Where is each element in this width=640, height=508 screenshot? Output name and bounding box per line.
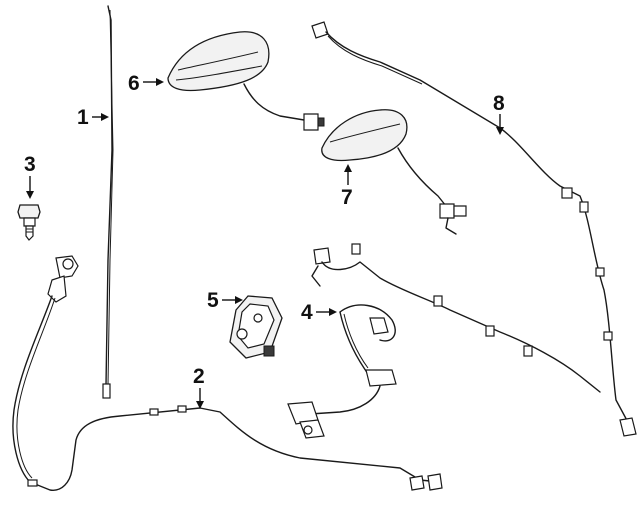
svg-text:8: 8 xyxy=(493,92,505,115)
svg-text:3: 3 xyxy=(24,153,36,176)
part-7-roof-antenna[interactable] xyxy=(321,109,467,235)
callout-1: 1 xyxy=(77,106,109,129)
part-6-roof-antenna[interactable] xyxy=(167,31,325,131)
svg-text:4: 4 xyxy=(301,301,313,324)
svg-text:1: 1 xyxy=(77,106,89,129)
part-2-antenna-cable[interactable] xyxy=(12,255,443,491)
callout-3: 3 xyxy=(24,153,36,199)
part-1-antenna-mast[interactable] xyxy=(102,5,114,399)
svg-text:7: 7 xyxy=(341,186,353,209)
svg-text:2: 2 xyxy=(193,365,205,388)
part-3-bolt[interactable] xyxy=(17,204,41,241)
callout-7: 7 xyxy=(341,164,353,209)
middle-harness[interactable] xyxy=(311,243,601,393)
part-8-harness[interactable] xyxy=(311,21,637,437)
callout-5: 5 xyxy=(207,289,243,312)
callout-2: 2 xyxy=(193,365,205,409)
svg-text:6: 6 xyxy=(128,72,140,95)
svg-text:5: 5 xyxy=(207,289,219,312)
part-4-cable[interactable] xyxy=(287,304,397,439)
callout-8: 8 xyxy=(493,92,505,135)
callout-6: 6 xyxy=(128,72,164,95)
part-5-module[interactable] xyxy=(229,295,283,359)
callout-4: 4 xyxy=(301,301,337,324)
